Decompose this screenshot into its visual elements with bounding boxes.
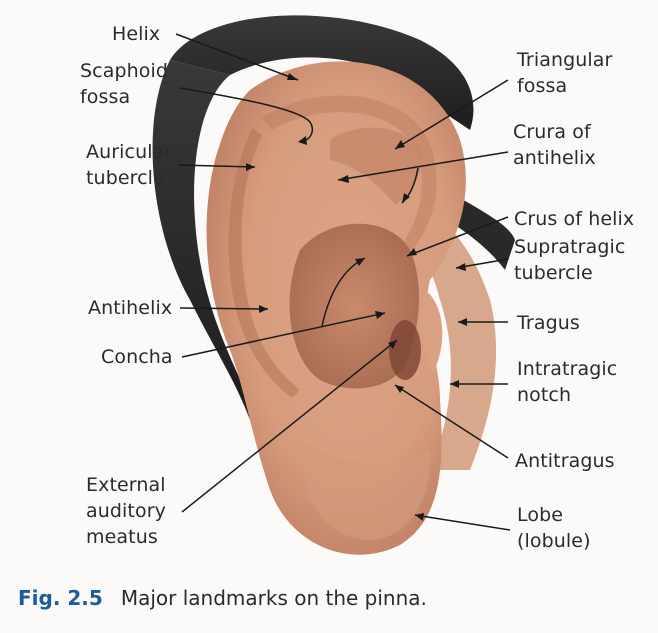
label-scaphoid-fossa: Scaphoid fossa — [80, 58, 168, 110]
leader-lobe — [415, 515, 510, 530]
label-helix: Helix — [112, 21, 160, 47]
label-antitragus: Antitragus — [515, 448, 615, 474]
leader-antihelix — [180, 308, 268, 309]
label-supratragic-tubercle: Supratragic tubercle — [514, 234, 625, 286]
label-concha: Concha — [101, 344, 173, 370]
label-crus-of-helix: Crus of helix — [514, 206, 634, 232]
label-triangular-fossa: Triangular fossa — [517, 47, 612, 99]
meatus-shape — [389, 320, 421, 380]
figure-number: Fig. 2.5 — [18, 586, 103, 610]
label-crura-of-antihelix: Crura of antihelix — [513, 119, 596, 171]
label-tragus: Tragus — [517, 310, 580, 336]
caption-text: Major landmarks on the pinna. — [121, 586, 427, 610]
label-antihelix: Antihelix — [88, 295, 172, 321]
label-lobe: Lobe (lobule) — [517, 502, 591, 554]
figure-caption: Fig. 2.5 Major landmarks on the pinna. — [18, 586, 427, 610]
label-external-auditory-meatus: External auditory meatus — [86, 472, 166, 550]
label-intratragic-notch: Intratragic notch — [517, 356, 617, 408]
label-auricular-tubercle: Auricular tubercle — [86, 139, 172, 191]
